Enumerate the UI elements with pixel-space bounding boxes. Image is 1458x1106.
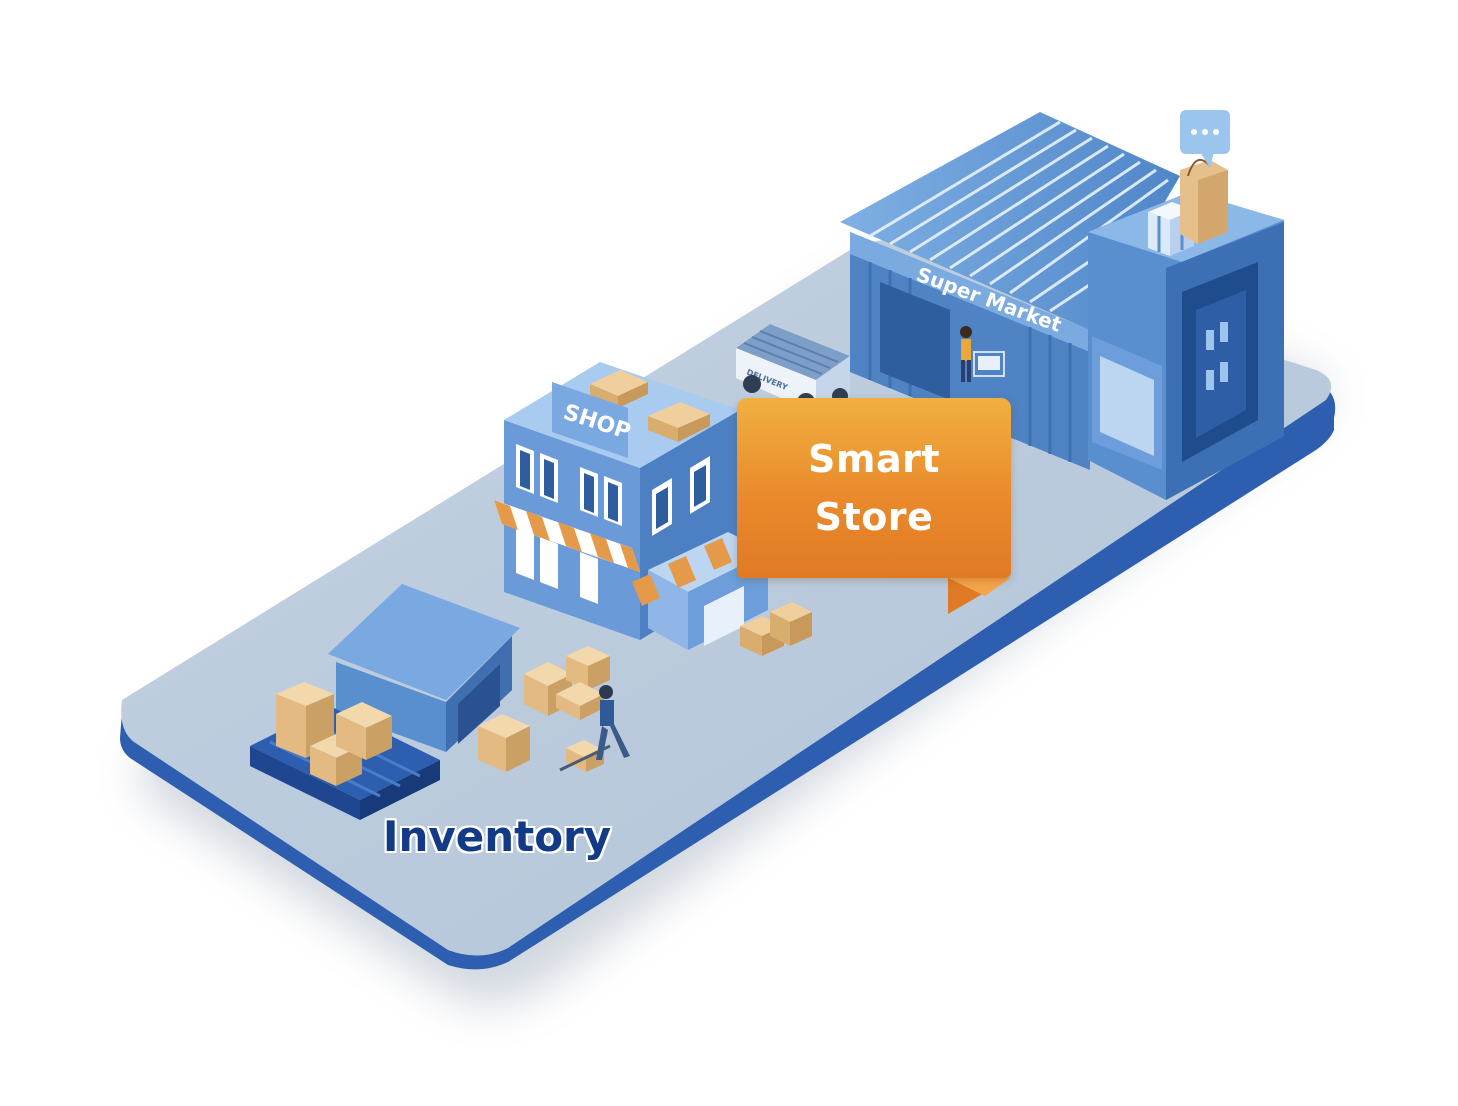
- cardboard-boxes-kiosk: [740, 602, 812, 656]
- smart-store-line2: Store: [814, 495, 934, 539]
- warehouse: [328, 584, 520, 752]
- delivery-truck: DELIVERY: [736, 324, 850, 411]
- cardboard-boxes-loose: [478, 646, 610, 772]
- smart-store-ribbon-tail: [948, 578, 1010, 614]
- chat-bubble-icon: [1180, 110, 1230, 168]
- cardboard-boxes-pallet: [276, 682, 392, 786]
- shop-building: SHOP: [494, 362, 768, 650]
- worker-figure: [559, 685, 630, 772]
- smart-store-line1: Smart: [807, 437, 940, 481]
- shopper-figure: [960, 326, 1005, 382]
- supermarket-building: Super Market: [840, 110, 1284, 500]
- inventory-label[interactable]: Inventory: [382, 811, 612, 861]
- shopping-bag-icon: [1180, 158, 1228, 244]
- smart-store-label[interactable]: Smart Store: [737, 398, 1011, 578]
- shop-awning: [494, 500, 640, 572]
